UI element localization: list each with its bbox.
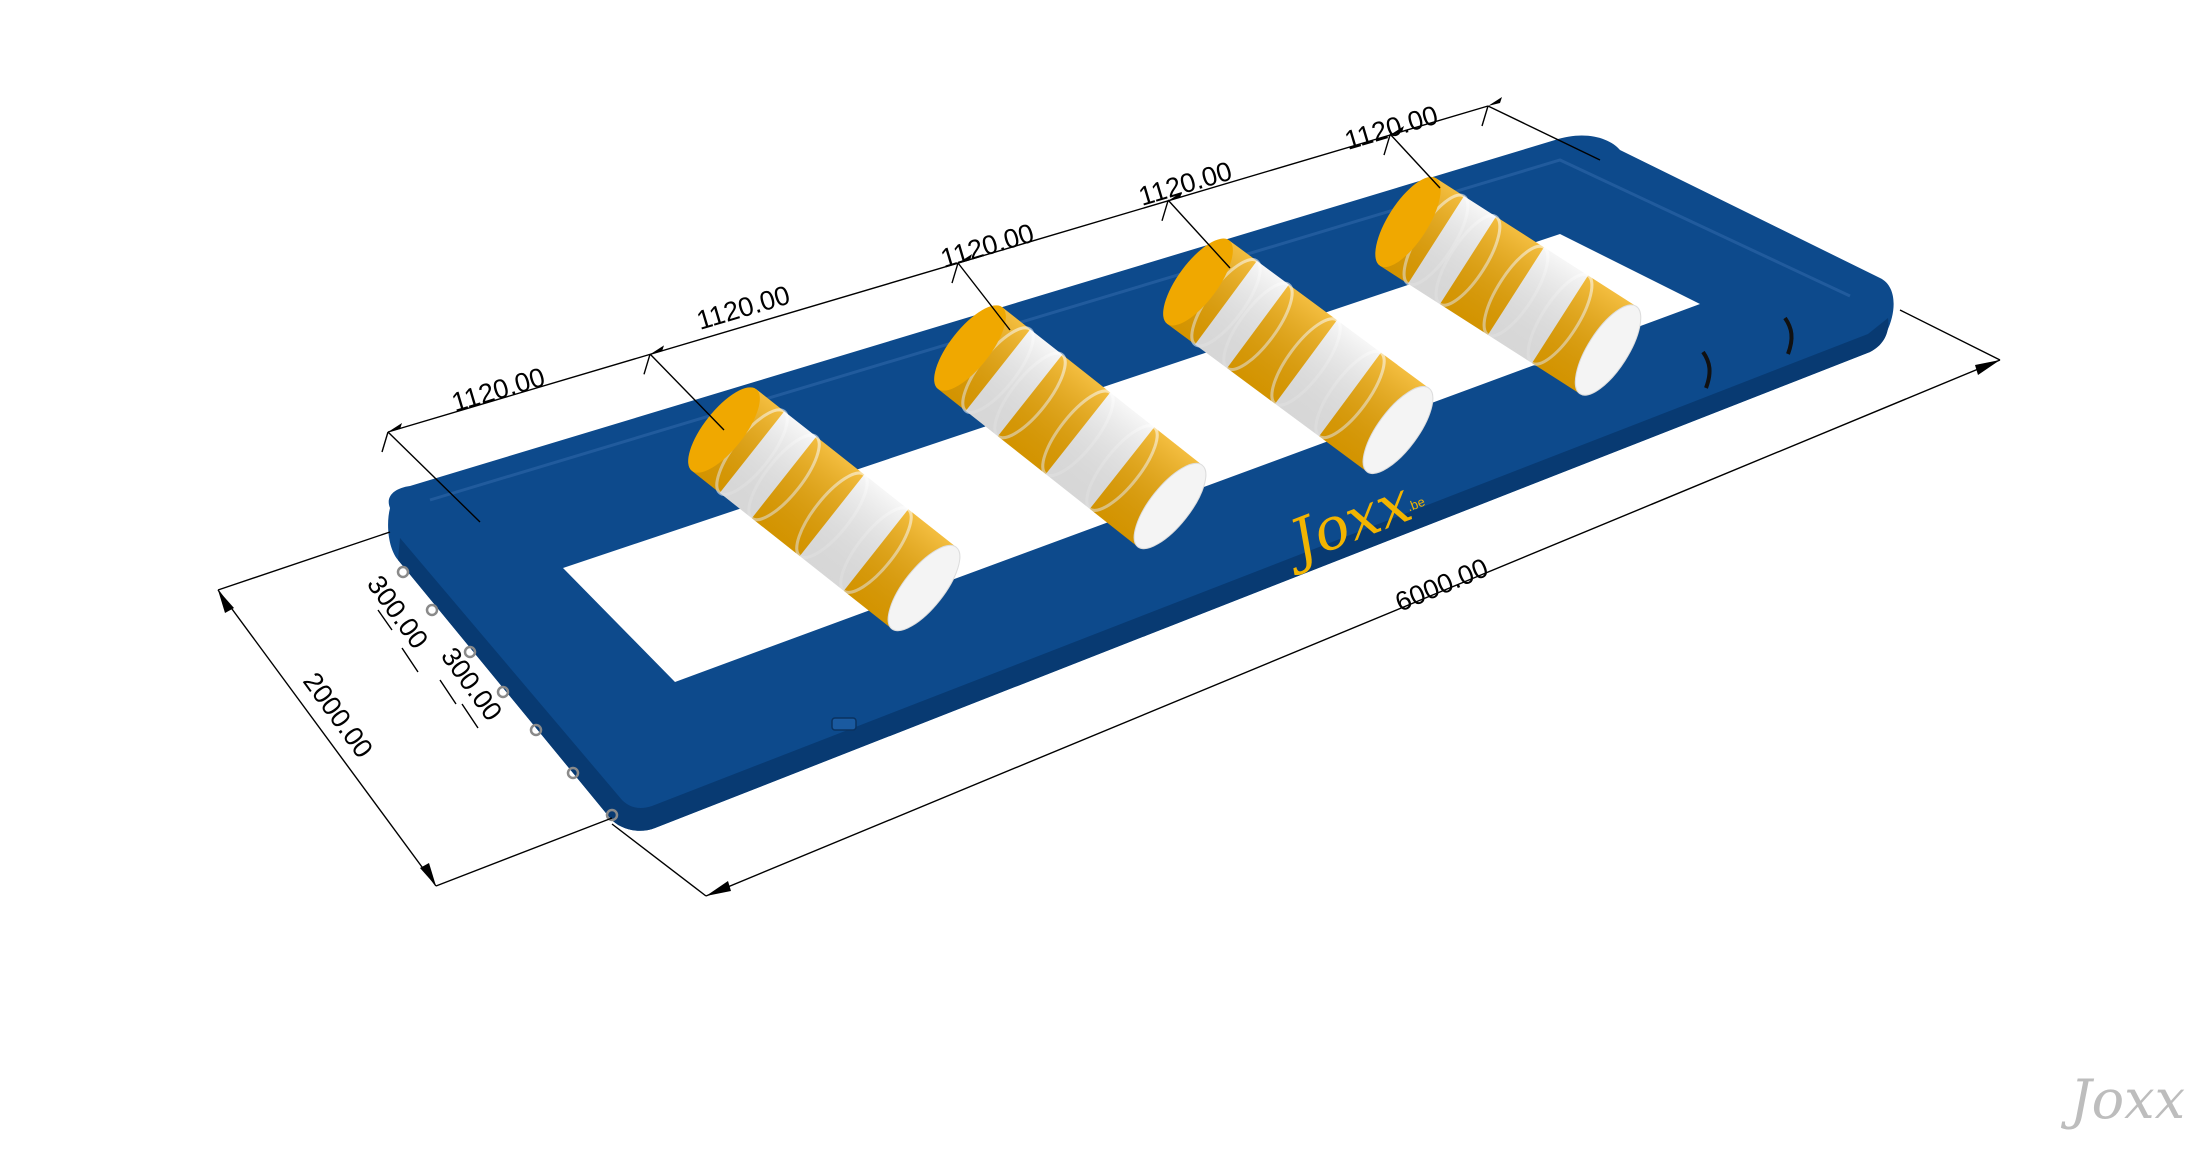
- handle-2: [1783, 316, 1794, 355]
- roller-end-cap: [1133, 462, 1207, 550]
- roller: [1163, 238, 1434, 474]
- roller-end-cap: [1375, 176, 1441, 268]
- top-dim-tick: [1481, 105, 1489, 127]
- frame-highlight: [429, 158, 1851, 502]
- roller: [934, 305, 1207, 550]
- width-extension-top: [217, 531, 391, 591]
- corner-logo-text: Joxx: [2060, 1068, 2185, 1131]
- length-label: 6000.00: [1391, 552, 1493, 617]
- top-dim-tick: [643, 354, 651, 375]
- roller-end-cap: [1362, 386, 1434, 474]
- top-dimension-ticks: [381, 97, 1601, 523]
- roller-shading: [1167, 240, 1429, 472]
- valve: [831, 717, 857, 731]
- top-dim-tick: [1383, 134, 1391, 156]
- anchor-ring: [496, 685, 510, 699]
- tube-dim-tick: [439, 679, 457, 705]
- segment-label: 1120.00: [1341, 100, 1441, 156]
- roller: [1375, 176, 1642, 396]
- anchor-ring: [529, 723, 543, 737]
- tube-dim-tick: [401, 647, 419, 673]
- roller-end-cap: [1574, 304, 1642, 396]
- top-dim-arrow: [958, 254, 972, 264]
- top-dim-leader: [387, 431, 481, 523]
- top-dim-arrow: [1390, 126, 1404, 136]
- segment-label: 1120.00: [448, 362, 548, 418]
- roller-end-cap: [887, 544, 961, 632]
- top-dim-tick: [381, 431, 389, 453]
- dimension-lines: [217, 97, 2001, 897]
- length-arrow-right: [1975, 360, 2000, 375]
- roller-end-cap: [934, 305, 1006, 391]
- tube-dim-tick: [461, 703, 479, 729]
- handle-1: [1701, 350, 1712, 389]
- top-dim-leader: [649, 353, 725, 431]
- width-extension-bottom: [435, 817, 613, 887]
- width-dimension-line: [217, 589, 437, 887]
- length-arrow-left: [706, 881, 731, 896]
- roller-shading: [1379, 178, 1637, 394]
- top-dim-leader: [1389, 133, 1441, 189]
- top-dim-tick: [1161, 200, 1169, 222]
- top-dim-leader: [957, 262, 1011, 331]
- segment-label: 1120.00: [937, 218, 1037, 274]
- length-dimension-line: [705, 359, 2001, 897]
- segment-label: 1120.00: [1135, 156, 1235, 212]
- top-dim-arrow: [388, 423, 402, 432]
- roller-shading: [937, 307, 1203, 547]
- width-arrow-top: [218, 590, 234, 613]
- anchor-ring: [396, 565, 410, 579]
- top-dim-leader: [1167, 199, 1231, 269]
- width-arrow-bottom: [420, 863, 436, 886]
- anchor-rings: [396, 565, 619, 822]
- top-dim-leader: [1487, 105, 1601, 161]
- roller-end-cap: [1163, 238, 1233, 326]
- top-dim-arrow: [1488, 97, 1502, 106]
- length-extension-right: [1899, 309, 2001, 361]
- anchor-ring: [566, 766, 580, 780]
- anchor-ring: [463, 645, 477, 659]
- product-logo-suffix: .be: [1405, 494, 1427, 514]
- length-extension-left: [611, 823, 707, 897]
- roller-shading: [691, 389, 957, 629]
- corner-logo: Joxx: [2060, 1068, 2185, 1131]
- top-dim-arrow: [650, 345, 664, 355]
- anchor-ring: [425, 603, 439, 617]
- tube-dim-tick: [377, 609, 393, 631]
- rollers: [688, 176, 1642, 632]
- anchor-ring: [605, 808, 619, 822]
- top-dim-arrow: [1168, 191, 1182, 201]
- top-dimension-line: [387, 105, 1489, 433]
- top-dim-tick: [951, 262, 959, 284]
